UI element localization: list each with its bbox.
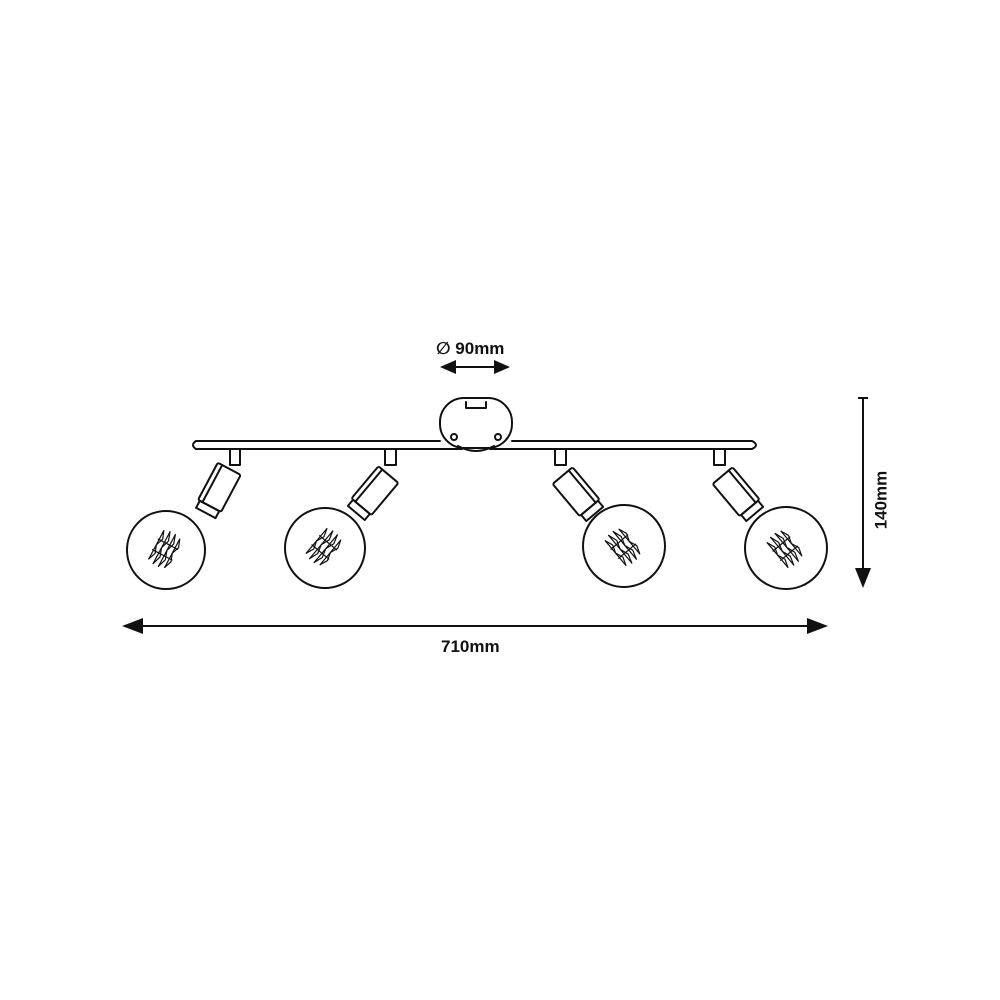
height-arrow bbox=[855, 397, 871, 588]
spotlight-3-socket bbox=[552, 467, 605, 522]
spotlight-2-bracket bbox=[384, 448, 397, 466]
spotlight-1-socket bbox=[195, 462, 242, 520]
height-label: 140mm bbox=[871, 470, 891, 530]
spotlight-3 bbox=[552, 448, 666, 588]
spotlight-3-bracket bbox=[554, 448, 567, 466]
spotlight-1-bracket bbox=[229, 448, 241, 466]
spotlight-2 bbox=[284, 448, 399, 589]
spotlight-3-bulb bbox=[582, 504, 666, 588]
width-label: 710mm bbox=[441, 637, 500, 656]
spotlight-4-socket bbox=[712, 467, 765, 522]
spotlight-4-bulb bbox=[744, 506, 828, 590]
diameter-label: ∅ 90mm bbox=[436, 339, 505, 358]
spotlight-2-socket bbox=[346, 466, 399, 521]
spotlight-1-bulb bbox=[126, 510, 206, 590]
spotlight-2-bulb bbox=[284, 507, 366, 589]
spotlight-1 bbox=[126, 448, 242, 590]
ceiling-canopy bbox=[439, 397, 513, 452]
width-arrow bbox=[122, 618, 828, 634]
spotlight-4-bracket bbox=[713, 448, 726, 466]
diameter-arrow bbox=[440, 360, 510, 374]
mounting-rail bbox=[192, 440, 757, 450]
spotlight-4 bbox=[712, 448, 828, 590]
